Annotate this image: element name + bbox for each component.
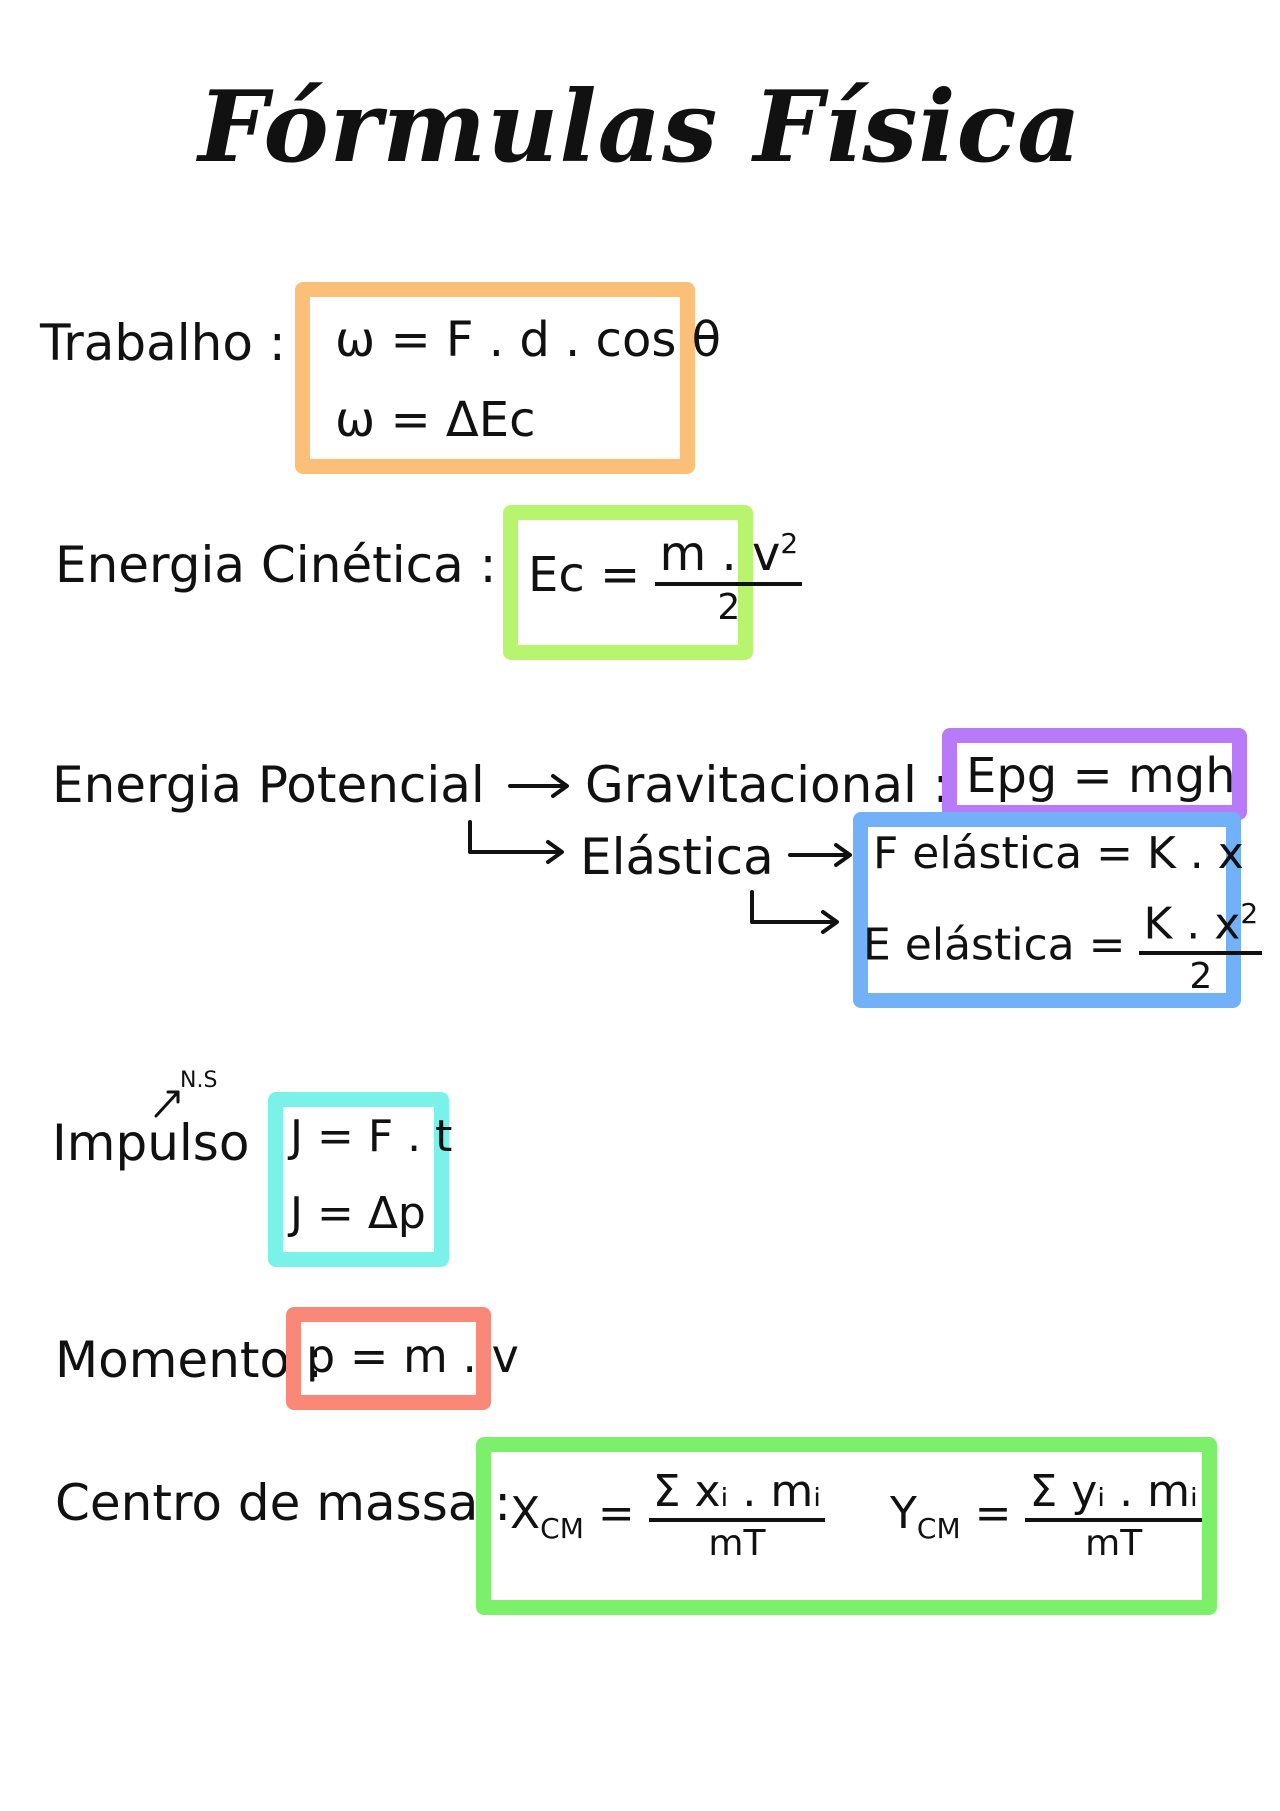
impulso-unit-note: N.S [180,1068,218,1093]
impulso-label: Impulso : [52,1114,283,1172]
ec-lhs: Ec = [528,547,641,603]
e-elastica-numerator-text: K . x [1143,898,1241,950]
ec-power: 2 [780,527,799,560]
ec-numerator-text: m . v [659,526,781,582]
energia-cinetica-formula: Ec = m . v2 2 [528,527,803,628]
arrow-to-e-elastica [750,890,839,934]
y-cm-sub: CM [916,1511,961,1545]
y-cm-lhs: YCM = [890,1488,1012,1545]
x-cm-numerator: Σ xᵢ . mᵢ [648,1470,826,1522]
e-elastica-numerator: K . x2 [1139,897,1263,955]
y-cm-lhs-text: Y [890,1488,917,1539]
centro-de-massa-label: Centro de massa : [55,1474,512,1532]
ec-fraction: m . v2 2 [655,527,803,628]
y-cm-denominator: mT [1085,1523,1143,1564]
momento-formula: p = m . v [306,1329,519,1383]
f-elastica-formula: F elástica = K . x [873,828,1244,879]
elastica-label: Elástica [580,828,774,886]
energia-potencial-label: Energia Potencial [52,756,485,814]
ec-numerator: m . v2 [655,527,803,586]
e-elastica-formula: E elástica = K . x2 2 [863,897,1263,997]
trabalho-label: Trabalho : [40,314,286,372]
gravitacional-formula: Epg = mgh [966,748,1236,804]
e-elastica-power: 2 [1240,897,1259,930]
y-cm-fraction: Σ yᵢ . mᵢ mT [1025,1470,1202,1564]
ec-denominator: 2 [717,587,741,628]
arrow-to-f-elastica [788,843,852,867]
impulso-formula-2: J = Δp [290,1188,426,1239]
x-cm-fraction: Σ xᵢ . mᵢ mT [648,1470,826,1564]
trabalho-box [295,282,695,474]
impulso-box [268,1092,449,1267]
arrow-to-elastica [468,820,564,864]
gravitacional-label: Gravitacional : [585,756,950,814]
e-elastica-denominator: 2 [1189,955,1213,997]
e-elastica-lhs: E elástica = [863,919,1126,971]
centro-de-massa-box [476,1437,1217,1615]
trabalho-formula-1: ω = F . d . cos θ [335,312,721,368]
y-cm-numerator: Σ yᵢ . mᵢ [1025,1470,1202,1522]
x-cm-denominator: mT [708,1523,766,1564]
e-elastica-fraction: K . x2 2 [1139,897,1263,997]
elastica-box [853,812,1241,1008]
y-cm-formula: YCM = Σ yᵢ . mᵢ mT [890,1470,1202,1562]
x-cm-lhs: XCM = [510,1488,635,1545]
impulso-formula-1: J = F . t [290,1111,453,1162]
x-cm-lhs-text: X [510,1488,541,1539]
trabalho-formula-2: ω = ΔEc [335,392,536,448]
energia-cinetica-label: Energia Cinética : [55,536,497,594]
x-cm-sub: CM [540,1511,584,1545]
momento-label: Momento : [55,1331,323,1389]
unit-note-arrow [154,1090,180,1118]
energia-cinetica-box [503,505,753,660]
x-cm-formula: XCM = Σ xᵢ . mᵢ mT [510,1470,826,1564]
momento-box [286,1307,491,1410]
arrow-to-gravitacional [508,774,569,798]
page-title: Fórmulas Física [198,70,1082,185]
